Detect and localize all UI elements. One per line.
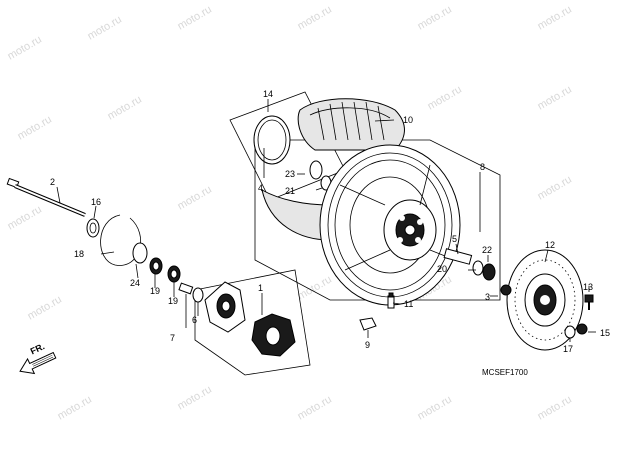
wheel-group-box	[254, 139, 501, 301]
watermark: moto.ru	[16, 114, 54, 143]
watermark: moto.ru	[176, 4, 214, 33]
watermark: moto.ru	[296, 4, 334, 33]
watermark: moto.ru	[106, 94, 144, 123]
callout-19b: 19	[168, 296, 178, 306]
callout-23: 23	[285, 169, 295, 179]
callout-4: 4	[258, 183, 263, 193]
callout-15: 15	[600, 328, 610, 338]
wheel-damper	[251, 313, 296, 357]
callout-3: 3	[485, 292, 490, 302]
watermark: moto.ru	[536, 394, 574, 423]
dust-seal	[86, 218, 100, 238]
balance-weight	[359, 317, 377, 331]
washer	[564, 325, 576, 339]
callout-22: 22	[482, 245, 492, 255]
callout-14: 14	[263, 89, 273, 99]
callout-7: 7	[170, 333, 175, 343]
direction-label: FR.	[29, 341, 46, 356]
callout-17: 17	[563, 344, 573, 354]
watermark: moto.ru	[26, 294, 64, 323]
air-valve	[387, 292, 395, 309]
callout-2: 2	[50, 177, 55, 187]
watermark: moto.ru	[416, 394, 454, 423]
rear-axle	[6, 177, 86, 217]
watermark: moto.ru	[536, 4, 574, 33]
tone-ring	[253, 115, 291, 165]
callout-11: 11	[404, 299, 413, 309]
front-direction-indicator: FR.	[19, 341, 57, 375]
watermark: moto.ru	[86, 14, 124, 43]
nut	[576, 323, 588, 335]
diagram-code: MCSEF1700	[482, 368, 528, 377]
watermark: moto.ru	[6, 204, 44, 233]
callout-5: 5	[452, 234, 457, 244]
watermark: moto.ru	[296, 394, 334, 423]
final-driven-flange	[204, 281, 246, 333]
callout-8: 8	[480, 162, 485, 172]
callout-13: 13	[583, 282, 593, 292]
brake-disc	[506, 249, 584, 351]
watermark: moto.ru	[296, 274, 334, 303]
watermark: moto.ru	[426, 84, 464, 113]
callout-6: 6	[192, 315, 197, 325]
watermark: moto.ru	[176, 184, 214, 213]
rear-wheel	[319, 144, 461, 306]
watermark: moto.ru	[6, 34, 44, 63]
hub-group-box	[194, 269, 311, 376]
side-collar	[132, 242, 148, 264]
callout-10: 10	[403, 115, 413, 125]
callout-12: 12	[545, 240, 555, 250]
callout-1: 1	[258, 283, 263, 293]
bearing	[472, 260, 484, 276]
distance-collar	[178, 282, 194, 295]
callout-20: 20	[437, 264, 447, 274]
callout-18: 18	[74, 249, 84, 259]
watermark: moto.ru	[56, 394, 94, 423]
collar	[192, 287, 204, 303]
callout-21: 21	[285, 186, 295, 196]
bolt	[500, 284, 512, 296]
callout-24: 24	[130, 278, 140, 288]
leader-lines	[56, 99, 596, 342]
watermark: moto.ru	[416, 4, 454, 33]
side-collar	[443, 248, 473, 265]
rear-tire	[261, 98, 405, 241]
o-ring	[309, 160, 323, 180]
dust-seal	[482, 263, 496, 281]
callout-9: 9	[365, 340, 370, 350]
disc-bolt	[584, 294, 594, 310]
callout-labels: 1 2 3 4 5 6 7 8 9 10 11 12 13 14 15 16 1…	[50, 89, 610, 354]
watermark: moto.ru	[536, 84, 574, 113]
watermark: moto.ru	[176, 384, 214, 413]
circlip	[100, 214, 141, 266]
watermark: moto.ru	[536, 174, 574, 203]
callout-16: 16	[91, 197, 101, 207]
callout-19a: 19	[150, 286, 160, 296]
